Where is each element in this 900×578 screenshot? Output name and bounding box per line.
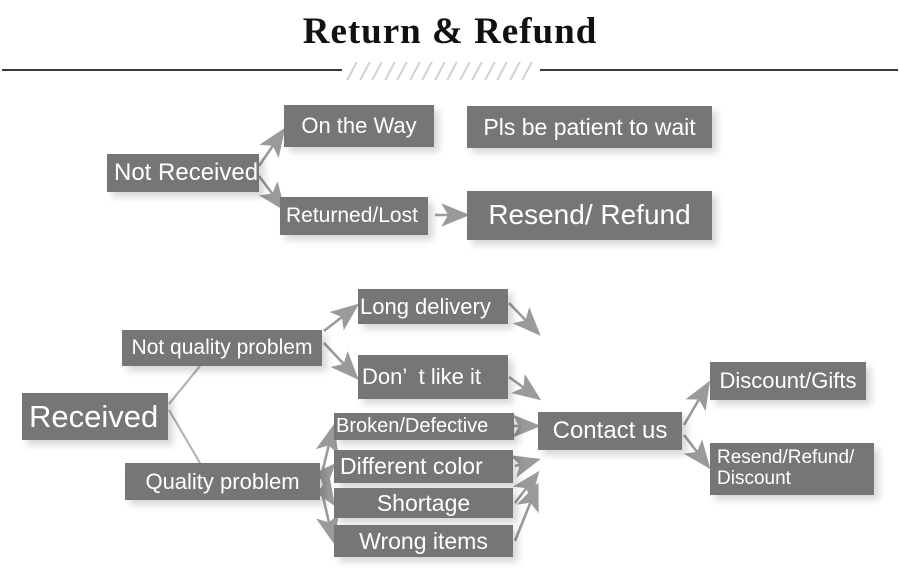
hatch-stroke: [395, 62, 409, 80]
page-header: Return & Refund: [0, 0, 900, 88]
node-resend-refund[interactable]: Resend/ Refund: [467, 191, 712, 240]
node-long-delivery[interactable]: Long delivery: [358, 289, 508, 324]
hatch-stroke: [520, 62, 534, 80]
node-on-the-way[interactable]: On the Way: [284, 105, 434, 147]
hatch-stroke: [382, 62, 397, 80]
page-title: Return & Refund: [302, 11, 598, 52]
hatch-stroke: [482, 62, 497, 80]
hatch-stroke: [470, 62, 484, 80]
divider-line-right: [540, 69, 898, 71]
hatch-stroke: [407, 62, 422, 80]
divider-hatch-ornament: [345, 62, 535, 80]
node-pls-be-patient-to-wait[interactable]: Pls be patient to wait: [467, 106, 712, 148]
hatch-stroke: [432, 62, 447, 80]
hatch-stroke: [495, 62, 509, 80]
node-broken-defective[interactable]: Broken/Defective: [334, 413, 514, 440]
node-not-quality-problem[interactable]: Not quality problem: [122, 330, 322, 366]
node-wrong-items[interactable]: Wrong items: [334, 525, 513, 557]
hatch-stroke: [507, 62, 522, 80]
hatch-stroke: [457, 62, 472, 80]
flow-diagram: Not Received On the Way Pls be patient t…: [0, 88, 900, 578]
node-resend-refund-discount[interactable]: Resend/Refund/ Discount: [710, 443, 874, 495]
hatch-stroke: [370, 62, 384, 80]
arrow-group-resolutions: [682, 380, 711, 470]
arrow-group-to-contact: [508, 302, 542, 542]
arrow-group-reasons: [307, 303, 360, 544]
flow-connectors: [168, 127, 711, 544]
node-not-received[interactable]: Not Received: [107, 154, 259, 192]
node-contact-us[interactable]: Contact us: [538, 412, 682, 450]
node-different-color[interactable]: Different color: [334, 450, 513, 483]
connector-group-received: [168, 365, 201, 464]
node-quality-problem[interactable]: Quality problem: [125, 463, 320, 500]
node-shortage[interactable]: Shortage: [334, 488, 513, 518]
node-discount-gifts[interactable]: Discount/Gifts: [710, 362, 866, 400]
divider-line-left: [2, 69, 342, 71]
hatch-stroke: [420, 62, 434, 80]
title-divider: [0, 62, 900, 80]
node-returned-lost[interactable]: Returned/Lost: [280, 197, 428, 235]
node-received[interactable]: Received: [22, 393, 168, 440]
hatch-stroke: [345, 62, 359, 80]
node-dont-like-it[interactable]: Don’ t like it: [358, 355, 508, 399]
hatch-stroke: [357, 62, 372, 80]
hatch-stroke: [445, 62, 459, 80]
